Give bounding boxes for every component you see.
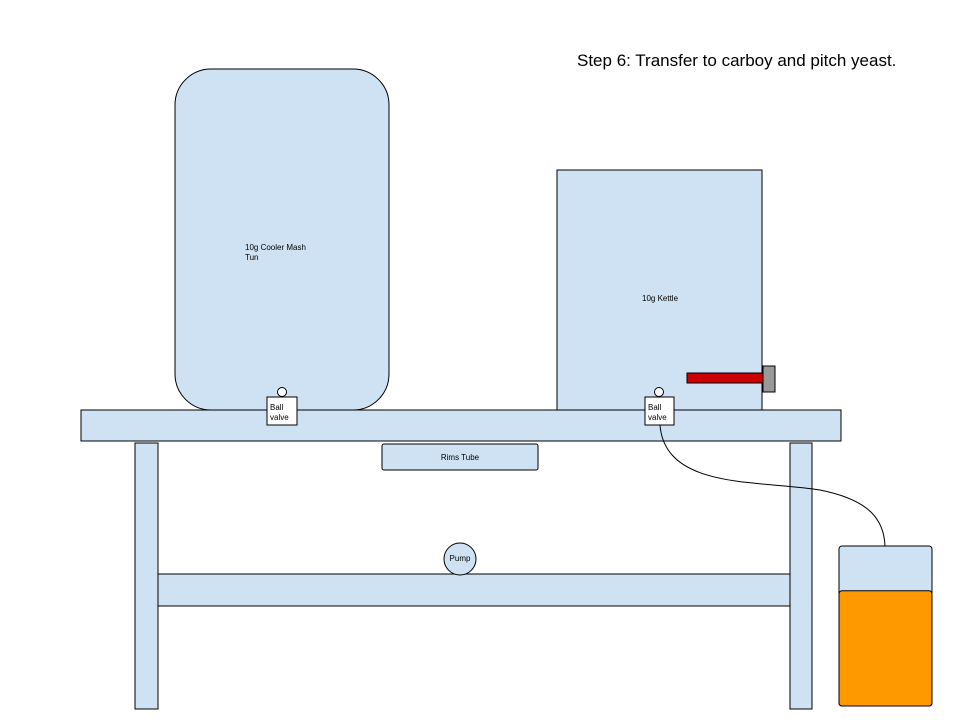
- mash-tun-label: 10g Cooler Mash Tun: [245, 243, 306, 262]
- kettle-valve-label: Ball valve: [648, 403, 667, 422]
- lower-shelf: [157, 573, 791, 607]
- kettle: [556, 169, 763, 411]
- table-leg-right: [789, 442, 813, 710]
- rims-tube: [381, 443, 539, 471]
- kettle-label: 10g Kettle: [642, 294, 679, 303]
- table-leg-left: [134, 442, 159, 710]
- carboy-wort: [838, 590, 933, 707]
- rims-tube-label: Rims Tube: [440, 453, 480, 462]
- mash-tun: [174, 68, 390, 411]
- kettle-valve: [644, 396, 675, 426]
- mash-tun-valve: [266, 396, 298, 426]
- table-top: [80, 409, 842, 442]
- burner-handle: [686, 372, 766, 384]
- step-title: Step 6: Transfer to carboy and pitch yea…: [577, 51, 897, 70]
- mash-tun-valve-label: Ball valve: [270, 403, 289, 422]
- pump-label: Pump: [449, 554, 471, 563]
- mash-tun-valve-knob: [277, 387, 287, 397]
- kettle-valve-knob: [654, 387, 664, 397]
- transfer-hose: [659, 424, 886, 547]
- burner-cap: [762, 365, 776, 393]
- pump: [443, 542, 477, 576]
